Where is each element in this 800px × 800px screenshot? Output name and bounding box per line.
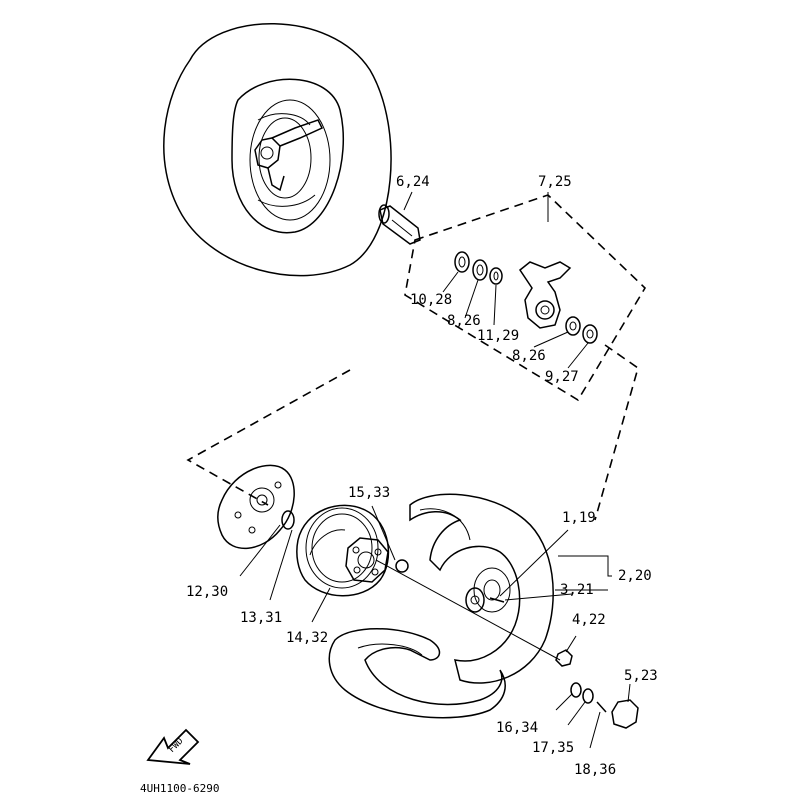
callout-15-33: 15,33: [348, 485, 390, 501]
callout-4-22: 4,22: [572, 612, 606, 628]
callout-3-21: 3,21: [560, 582, 594, 598]
callout-13-31: 13,31: [240, 610, 282, 626]
hub-cap-5-23: [611, 699, 639, 729]
callout-1-19: 1,19: [562, 510, 596, 526]
leader-lines-lower: [239, 505, 631, 749]
rim-outer-half: [409, 493, 554, 684]
nut-17-35: [582, 688, 594, 704]
axle-hub-1-19: [465, 587, 485, 613]
callout-8-26-lower: 8,26: [512, 348, 546, 364]
callout-2-20: 2,20: [618, 568, 652, 584]
seal-9-27: [582, 324, 598, 344]
callout-11-29: 11,29: [477, 328, 519, 344]
callout-17-35: 17,35: [532, 740, 574, 756]
valve-cap-15-33: [395, 559, 409, 573]
callout-16-34: 16,34: [496, 720, 538, 736]
callout-9-27: 9,27: [545, 369, 579, 385]
bearing-8-26-upper: [472, 259, 488, 281]
knuckle-7-25: [518, 261, 572, 329]
bolt-3-21: [489, 597, 505, 603]
group-connector: [186, 344, 639, 521]
leader-lines-upper: [403, 191, 589, 369]
callout-10-28: 10,28: [410, 292, 452, 308]
backing-plate-12-30: [217, 464, 295, 550]
callout-12-30: 12,30: [186, 584, 228, 600]
cotter-pin-18-36: [596, 701, 607, 713]
axle-center-line: [375, 559, 561, 661]
brake-drum-14-32: [296, 504, 390, 597]
washer-16-34: [570, 682, 582, 698]
fwd-arrow-icon: FWD: [146, 728, 200, 765]
group-outline-upper: [404, 194, 647, 402]
assembled-wheel: [163, 23, 392, 277]
collar-11-29: [489, 267, 503, 285]
callout-7-25: 7,25: [538, 174, 572, 190]
callout-14-32: 14,32: [286, 630, 328, 646]
callout-5-23: 5,23: [624, 668, 658, 684]
callout-6-24: 6,24: [396, 174, 430, 190]
drawing-code: 4UH1100-6290: [140, 782, 219, 795]
hub-flange: [345, 537, 389, 583]
callout-8-26-upper: 8,26: [447, 313, 481, 329]
rim-inner-half: [328, 628, 506, 719]
callout-18-36: 18,36: [574, 762, 616, 778]
nut-4-22: [555, 649, 573, 667]
spindle-bolt: [378, 204, 421, 245]
o-ring-13-31: [281, 510, 295, 530]
bearing-10-28: [454, 251, 470, 273]
bearing-8-26-lower: [565, 316, 581, 336]
